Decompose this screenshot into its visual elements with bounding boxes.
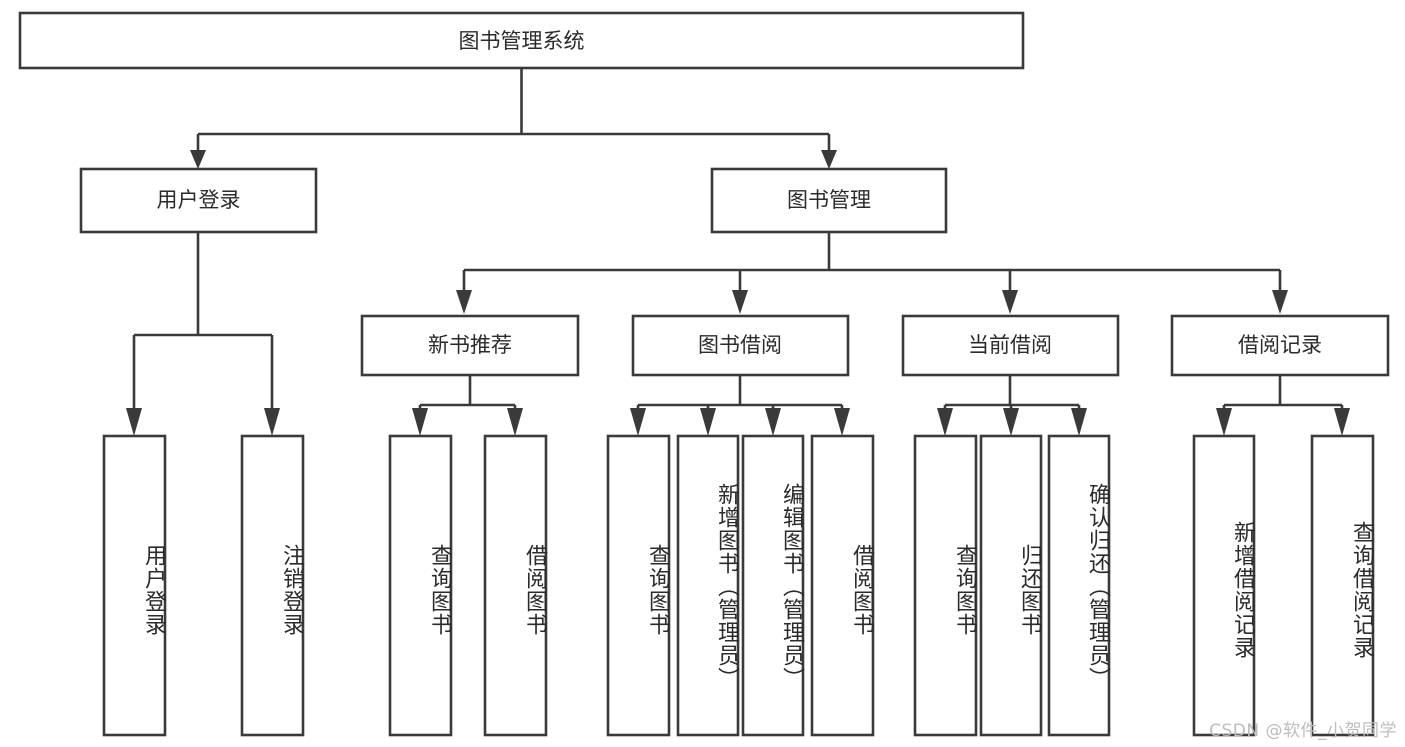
- arrow-leaf-logout: [264, 408, 280, 436]
- node-new-book-recommend[interactable]: 新书推荐: [360, 314, 580, 377]
- arrow-br-query-record: [1334, 408, 1350, 436]
- leaf-box-bb-add-book[interactable]: [676, 434, 740, 737]
- leaf-box-bb-borrow-book[interactable]: [810, 434, 875, 737]
- node-book-borrow-box[interactable]: [631, 314, 850, 377]
- leaf-box-nb-borrow-book[interactable]: [483, 434, 548, 737]
- node-book-borrow-label: 图书借阅: [698, 333, 782, 357]
- arrow-bb-borrow-book: [834, 408, 850, 436]
- arrow-br-add-record: [1216, 408, 1232, 436]
- connector-group-book-manage-to-level3: [456, 232, 1288, 314]
- node-user-login[interactable]: 用户登录: [79, 167, 318, 234]
- arrow-borrow-record: [1272, 290, 1288, 314]
- leaf-box-cb-confirm-return[interactable]: [1047, 434, 1111, 737]
- node-user-login-label: 用户登录: [157, 188, 241, 212]
- arrow-bb-edit-book: [765, 408, 781, 436]
- leaf-boxes-new-book-recommend: [388, 434, 548, 737]
- arrow-cb-confirm-return: [1071, 408, 1087, 436]
- node-user-login-box[interactable]: [79, 167, 318, 234]
- node-borrow-record-label: 借阅记录: [1238, 333, 1322, 357]
- arrow-nb-borrow-book: [507, 408, 523, 436]
- leaf-boxes-current-borrow: [913, 434, 1111, 737]
- node-book-borrow[interactable]: 图书借阅: [631, 314, 850, 377]
- arrow-bb-query-book: [630, 408, 646, 436]
- node-current-borrow-label: 当前借阅: [968, 333, 1052, 357]
- leaf-box-logout[interactable]: [240, 434, 305, 737]
- leaf-box-nb-query-book[interactable]: [388, 434, 453, 737]
- node-book-manage[interactable]: 图书管理: [710, 167, 948, 234]
- node-new-book-recommend-box[interactable]: [360, 314, 580, 377]
- node-borrow-record-box[interactable]: [1170, 314, 1390, 377]
- arrow-user-login: [190, 150, 206, 169]
- connector-group-new-book-to-leaves: [412, 375, 523, 436]
- node-borrow-record[interactable]: 借阅记录: [1170, 314, 1390, 377]
- arrow-cb-return-book: [1003, 408, 1019, 436]
- leaf-box-cb-query-book[interactable]: [913, 434, 978, 737]
- connector-group-borrow-record-to-leaves: [1216, 375, 1350, 436]
- leaf-boxes-user-login: [102, 434, 305, 737]
- leaf-box-user-login[interactable]: [102, 434, 167, 737]
- node-root-label: 图书管理系统: [459, 29, 585, 53]
- node-new-book-recommend-label: 新书推荐: [428, 333, 512, 357]
- arrow-current-borrow: [1002, 290, 1018, 314]
- connector-group-book-borrow-to-leaves: [630, 375, 850, 436]
- leaf-box-br-add-record[interactable]: [1192, 434, 1256, 737]
- node-root-system[interactable]: 图书管理系统: [18, 11, 1025, 70]
- leaf-box-br-query-record[interactable]: [1310, 434, 1375, 737]
- node-book-manage-label: 图书管理: [787, 188, 871, 212]
- leaf-boxes-borrow-record: [1192, 434, 1375, 737]
- leaf-box-bb-edit-book[interactable]: [741, 434, 805, 737]
- connector-group-user-login-to-leaves: [126, 232, 280, 436]
- arrow-nb-query-book: [412, 408, 428, 436]
- node-root-box[interactable]: [18, 11, 1025, 70]
- leaf-box-cb-return-book[interactable]: [979, 434, 1043, 737]
- arrow-book-borrow: [732, 290, 748, 314]
- connector-group-current-borrow-to-leaves: [937, 375, 1087, 436]
- arrow-leaf-user-login: [126, 408, 142, 436]
- arrow-cb-query-book: [937, 408, 953, 436]
- csdn-watermark: CSDN @软件_小贺同学: [1209, 721, 1397, 741]
- connector-group-root-to-level2: [190, 68, 837, 169]
- node-book-manage-box[interactable]: [710, 167, 948, 234]
- arrow-new-book-recommend: [456, 290, 472, 314]
- node-current-borrow[interactable]: 当前借阅: [901, 314, 1120, 377]
- leaf-box-bb-query-book[interactable]: [606, 434, 671, 737]
- node-current-borrow-box[interactable]: [901, 314, 1120, 377]
- arrow-book-manage: [821, 150, 837, 169]
- leaf-boxes-book-borrow: [606, 434, 875, 737]
- arrow-bb-add-book: [700, 408, 716, 436]
